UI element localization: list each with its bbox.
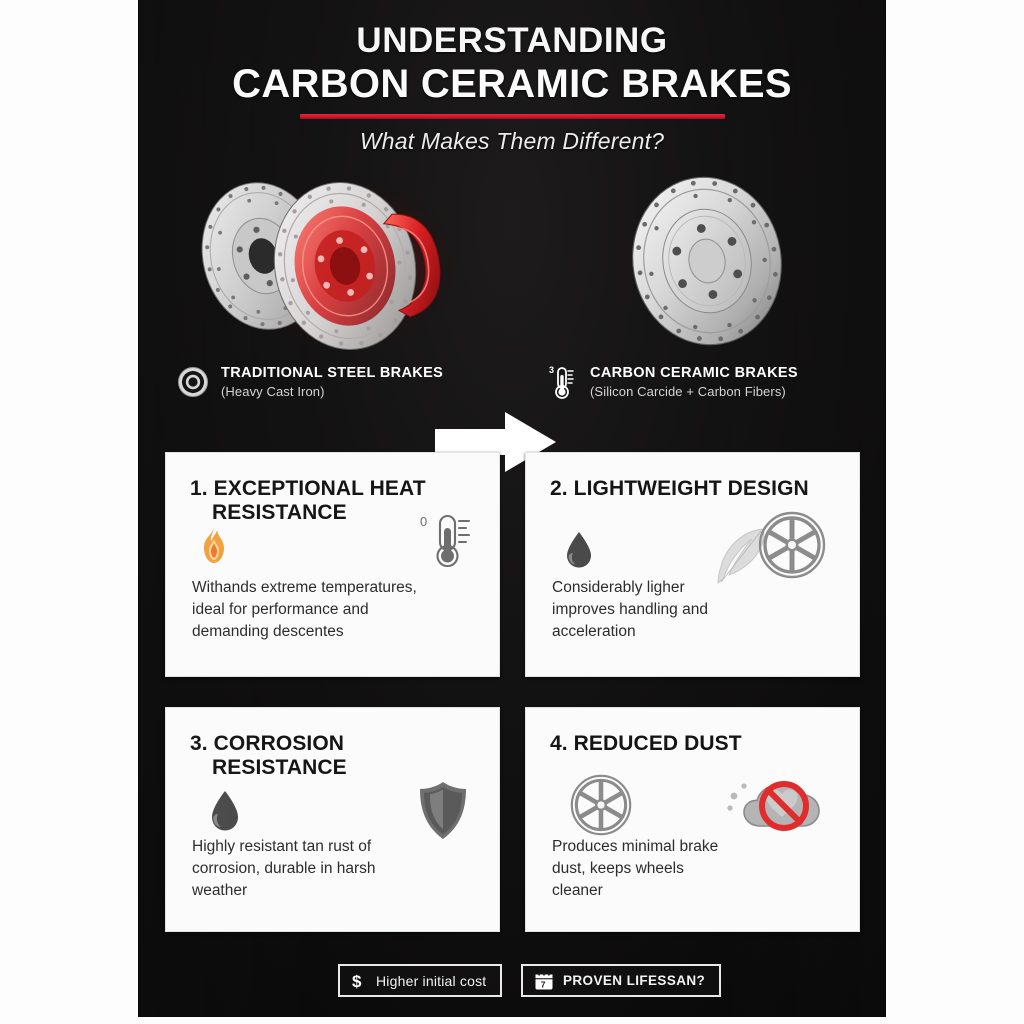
traditional-steel-rotor-image: [201, 172, 465, 353]
svg-text:0: 0: [420, 514, 427, 529]
badge-higher-initial-cost[interactable]: $ Higher initial cost: [338, 964, 503, 997]
water-drop-icon: [208, 790, 242, 837]
legend-subtitle-ceramic: (Silicon Carcide + Carbon Fibers): [590, 383, 786, 399]
legend-item-traditional: TRADITIONAL STEEL BRAKES (Heavy Cast Iro…: [176, 362, 443, 402]
card-4-title: 4. REDUCED DUST: [550, 732, 845, 756]
card-4-title-line1: REDUCED DUST: [573, 732, 742, 755]
card-2-body: Considerably ligher improves handling an…: [552, 579, 708, 640]
feature-card-reduced-dust[interactable]: 4. REDUCED DUST: [525, 707, 860, 932]
poster-header: UNDERSTANDING CARBON CERAMIC BRAKES What…: [139, 22, 885, 155]
legend-title-traditional: TRADITIONAL STEEL BRAKES: [221, 365, 444, 381]
card-3-title: 3. CORROSION RESISTANCE: [190, 732, 485, 781]
thermometer-icon: 3: [545, 362, 579, 402]
alloy-wheel-icon: [570, 774, 632, 841]
hero-illustration: [139, 168, 885, 472]
card-4-number: 4.: [550, 732, 568, 755]
title-line-1: UNDERSTANDING: [356, 21, 668, 60]
no-dust-cloud-icon: [722, 770, 830, 847]
card-1-title-line1: EXCEPTIONAL HEAT: [213, 477, 426, 500]
card-3-title-line2: RESISTANCE: [212, 756, 347, 780]
flame-icon: [198, 527, 230, 570]
carbon-ceramic-rotor-image: [632, 176, 782, 346]
svg-text:$: $: [352, 972, 362, 991]
card-3-number: 3.: [190, 732, 208, 755]
legend-item-ceramic: 3 CARBON CERAMIC BRAKES: [545, 362, 798, 402]
legend-subtitle-traditional: (Heavy Cast Iron): [221, 383, 325, 399]
shield-icon: [416, 780, 470, 847]
card-2-title-line1: LIGHTWEIGHT DESIGN: [573, 477, 809, 500]
infographic-poster: UNDERSTANDING CARBON CERAMIC BRAKES What…: [139, 0, 885, 1016]
card-1-title-line2: RESISTANCE: [212, 501, 347, 525]
poster-subtitle: What Makes Them Different?: [359, 127, 665, 154]
card-1-number: 1.: [190, 477, 208, 500]
legend-row: TRADITIONAL STEEL BRAKES (Heavy Cast Iro…: [139, 360, 885, 416]
badge-proven-lifespan-label: PROVEN LIFESSAN?: [563, 973, 706, 988]
title-underline-rule: [299, 113, 725, 119]
card-1-body: Withands extreme temperatures, ideal for…: [192, 579, 417, 640]
thermometer-icon: 0: [418, 508, 478, 575]
card-4-body: Produces minimal brake dust, keeps wheel…: [552, 838, 719, 899]
title-line-2: CARBON CERAMIC BRAKES: [232, 61, 792, 106]
feature-card-lightweight-design[interactable]: 2. LIGHTWEIGHT DESIGN: [525, 452, 860, 677]
svg-text:7: 7: [541, 979, 546, 989]
card-2-title: 2. LIGHTWEIGHT DESIGN: [550, 477, 845, 501]
badge-proven-lifespan[interactable]: 7 PROVEN LIFESSAN?: [521, 964, 722, 997]
water-drop-icon: [564, 531, 594, 574]
brake-caliper: [382, 213, 441, 318]
brake-rotor-icon: [176, 362, 210, 402]
card-1-title: 1. EXCEPTIONAL HEAT RESISTANCE: [190, 477, 485, 526]
svg-text:3: 3: [549, 365, 554, 375]
card-3-body: Highly resistant tan rust of corrosion, …: [192, 838, 376, 899]
feather-icon: [714, 525, 772, 592]
card-3-title-line1: CORROSION: [213, 732, 345, 755]
card-2-number: 2.: [550, 477, 568, 500]
feature-card-heat-resistance[interactable]: 1. EXCEPTIONAL HEAT RESISTANCE 0: [165, 452, 500, 677]
footer-badge-row: $ Higher initial cost: [139, 955, 885, 1005]
feature-card-corrosion-resistance[interactable]: 3. CORROSION RESISTANCE Highly resistant…: [165, 707, 500, 932]
alloy-wheel-icon: [758, 511, 826, 584]
dollar-sign-icon: $: [351, 971, 367, 991]
badge-higher-initial-cost-label: Higher initial cost: [376, 972, 487, 989]
legend-title-ceramic: CARBON CERAMIC BRAKES: [590, 365, 798, 381]
calendar-icon: 7: [534, 971, 554, 991]
